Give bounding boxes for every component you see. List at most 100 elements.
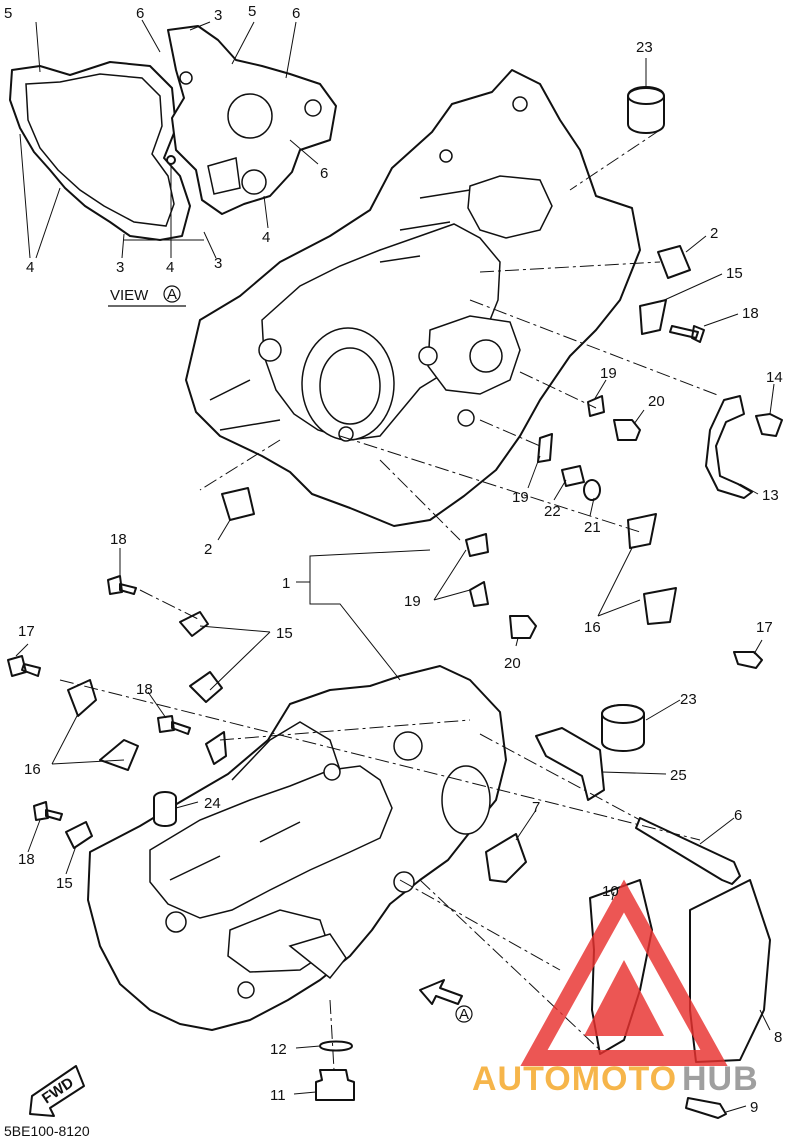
case-rib — [209, 189, 471, 431]
view-label-text: VIEW — [110, 287, 149, 304]
bolt-20-lower — [509, 615, 537, 639]
bolt-6 — [635, 817, 741, 885]
plate-15-c — [205, 731, 227, 765]
main-leaders — [15, 58, 775, 1113]
right-crankcase-half — [87, 665, 507, 1031]
main-callouts: 23 2 15 18 14 13 19 20 19 22 21 2 1 18 1… — [18, 39, 783, 1116]
shaft-hole-right — [165, 911, 187, 933]
plate-19-b — [469, 581, 489, 607]
gasket-bore-hole-small — [241, 169, 267, 195]
dowel-pin-2-upper — [657, 245, 691, 279]
gasket-tab — [207, 157, 241, 195]
callout-number: 2 — [710, 225, 718, 242]
plate-7 — [485, 833, 527, 883]
view-mark-circle — [163, 285, 181, 303]
callout-number: 23 — [636, 39, 653, 56]
shaft-hole-right — [237, 981, 255, 999]
breather-housing — [467, 175, 553, 239]
washer-12 — [319, 1040, 353, 1052]
arrow-mark-label: A — [455, 1005, 473, 1023]
watermark-triangle — [520, 879, 728, 1066]
callout-number: 17 — [756, 619, 773, 636]
callout-number: 2 — [204, 541, 212, 558]
callout-number: 21 — [584, 519, 601, 536]
right-crankcase-flange — [149, 765, 393, 919]
screw-18-a — [107, 575, 137, 595]
callout-number: 3 — [214, 7, 222, 24]
callout-number: 10 — [602, 883, 619, 900]
plate-16-c — [627, 513, 657, 549]
callout-number: 18 — [742, 305, 759, 322]
shaft-hole — [338, 426, 354, 442]
callout-number: 12 — [270, 1041, 287, 1058]
gasket-dowel-hole — [304, 99, 322, 117]
callout-number: 14 — [766, 369, 783, 386]
fwd-arrow — [29, 1065, 85, 1117]
shaft-hole — [469, 339, 503, 373]
callout-number: 20 — [504, 655, 521, 672]
callout-number: 15 — [56, 875, 73, 892]
inset-leader — [19, 19, 319, 259]
callout-number: 8 — [774, 1029, 782, 1046]
left-crankcase-half — [185, 69, 641, 527]
shaft-hole — [457, 409, 475, 427]
shaft-hole-right — [393, 731, 423, 761]
callout-number: 25 — [670, 767, 687, 784]
callout-number: 15 — [276, 625, 293, 642]
drain-plug-11 — [315, 1069, 355, 1101]
bolt-20-upper — [613, 419, 641, 441]
callout-number: 22 — [544, 503, 561, 520]
callout-number: 17 — [18, 623, 35, 640]
callout-number: 15 — [726, 265, 743, 282]
diagram-code: 5BE100-8120 — [4, 1123, 90, 1139]
plate-19-upper — [587, 395, 605, 417]
view-label: VIEW A — [108, 285, 186, 307]
callout-number: 20 — [648, 393, 665, 410]
upper-small-parts — [221, 86, 783, 521]
watermark-text-part2: HUB — [682, 1060, 759, 1098]
bolt-14 — [755, 413, 783, 437]
plate-13 — [705, 395, 753, 499]
callout-number: 19 — [512, 489, 529, 506]
plate-15-upper — [639, 299, 667, 335]
callout-number: 7 — [532, 799, 540, 816]
inset-callouts: 5 6 3 5 6 6 4 4 3 4 3 — [4, 3, 328, 276]
guide-25 — [535, 727, 605, 801]
callout-number: 18 — [110, 531, 127, 548]
case-pocket — [288, 933, 347, 980]
crank-bore-inner — [319, 347, 381, 425]
plate-15-d — [65, 821, 93, 849]
view-mark: A — [167, 286, 177, 303]
oil-seal-23-face — [627, 87, 665, 105]
callout-number: 4 — [262, 229, 270, 246]
plate-16-d — [643, 587, 677, 625]
shaft-hole — [258, 338, 282, 362]
screw-17-left — [7, 655, 41, 677]
dowel-pin-2-lower — [221, 487, 255, 521]
callout-number: 4 — [26, 259, 34, 276]
shaft-hole — [418, 346, 438, 366]
screw-18-upper — [669, 325, 705, 343]
callout-number: 4 — [166, 259, 174, 276]
plate-16-a — [67, 679, 97, 717]
plate-15-b — [189, 671, 223, 703]
shaft-hole-right — [323, 763, 341, 781]
callout-number: 6 — [136, 5, 144, 22]
plate-19-mid — [537, 433, 553, 463]
callout-number: 19 — [600, 365, 617, 382]
callout-number: 18 — [136, 681, 153, 698]
bolt-hole — [512, 96, 528, 112]
bolt-9 — [685, 1097, 727, 1119]
dowel-marker — [166, 155, 176, 165]
arrow-mark-text: A — [459, 1006, 469, 1023]
gasket-dowel-hole — [179, 71, 193, 85]
callout-number: 23 — [680, 691, 697, 708]
callout-number: 5 — [4, 5, 12, 22]
callout-number: 6 — [292, 5, 300, 22]
plate-19-a — [465, 533, 489, 557]
plate-15-a — [179, 611, 209, 637]
washer-21 — [583, 479, 601, 501]
right-crankcase-rail — [169, 721, 341, 881]
watermark-triangle-inner — [584, 960, 664, 1036]
